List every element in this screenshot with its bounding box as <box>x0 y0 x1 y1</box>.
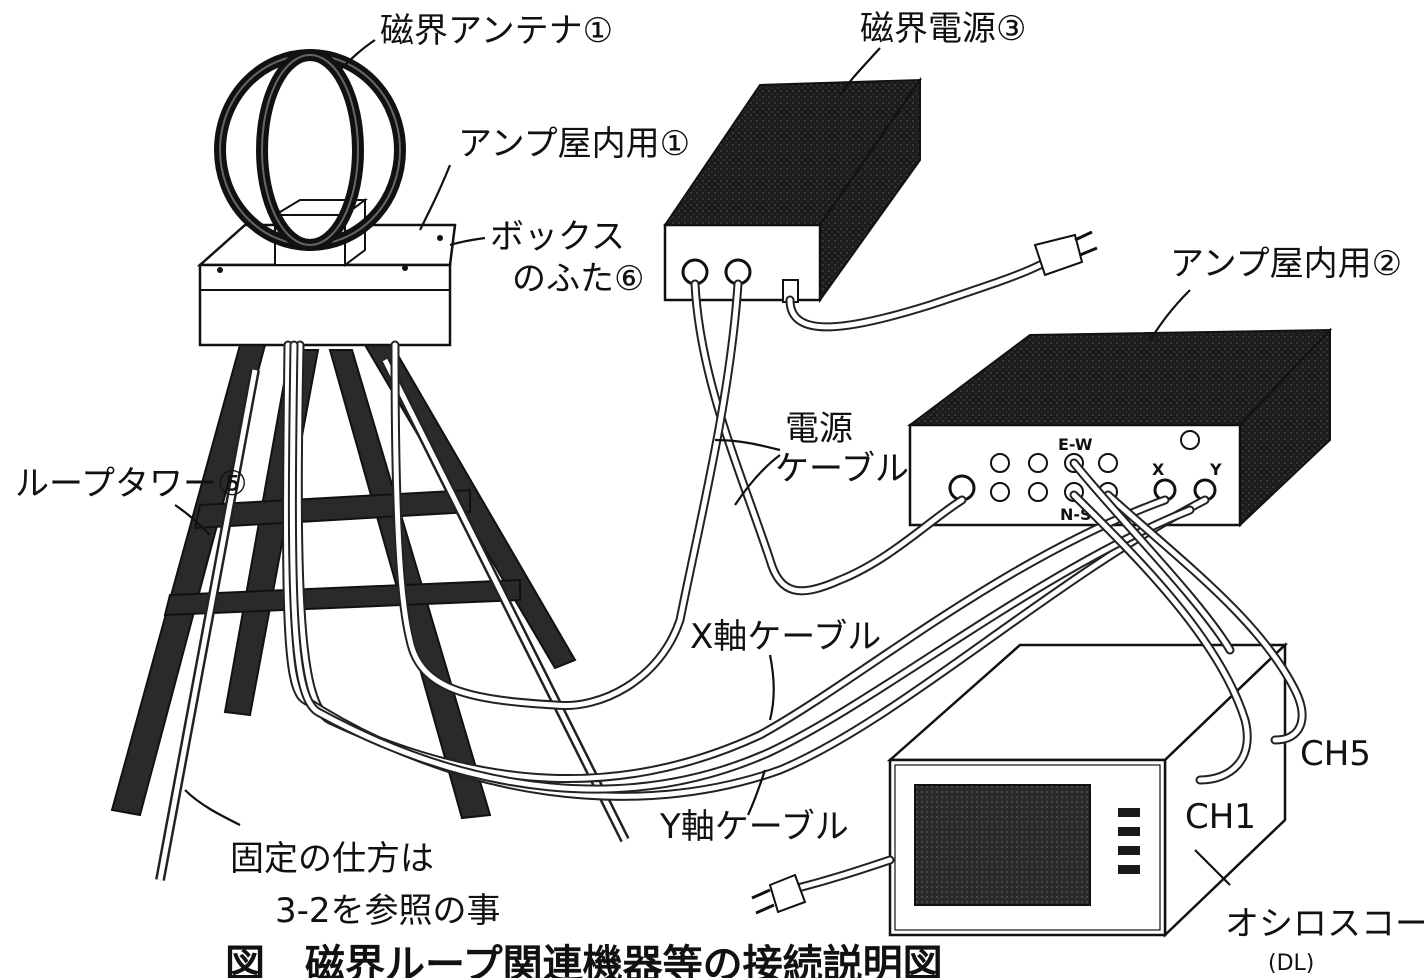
loop-antenna <box>214 49 406 251</box>
x-port-label: X <box>1152 460 1165 479</box>
signal-cables <box>282 340 1307 801</box>
oscilloscope-label: オシロスコープ④ <box>1225 904 1424 944</box>
ch1-label: CH1 <box>1185 797 1256 837</box>
antenna-box <box>196 198 457 347</box>
box-lid-label-line1: ボックス <box>490 217 625 257</box>
leader-lines <box>174 39 1231 886</box>
amp-indoor-1-label: アンプ屋内用① <box>458 124 690 164</box>
oscilloscope <box>751 642 1289 938</box>
figure-caption: 図 磁界ループ関連機器等の接続説明図 <box>225 942 943 978</box>
power-cable-label-line1: 電源 <box>785 409 853 449</box>
y-port-label: Y <box>1209 460 1222 479</box>
x-cable-label: X軸ケーブル <box>690 617 881 657</box>
antenna-label: 磁界アンテナ① <box>380 11 613 51</box>
amp-indoor-2-label: アンプ屋内用② <box>1170 244 1402 284</box>
y-cable-label: Y軸ケーブル <box>659 807 849 847</box>
loop-tower-label: ループタワー⑤ <box>15 464 247 504</box>
power-unit-label: 磁界電源③ <box>860 9 1026 49</box>
ch5-label: CH5 <box>1300 734 1371 774</box>
oscilloscope-sub-label: (DL) <box>1268 951 1314 976</box>
amplifier-unit: E-W N-S X Y <box>907 327 1333 528</box>
box-lid-label-line2: のふた⑥ <box>512 259 644 299</box>
fixing-note-line2: 3-2を参照の事 <box>275 891 501 931</box>
power-cables <box>390 279 967 711</box>
ew-label: E-W <box>1058 435 1093 454</box>
fixing-note-line1: 固定の仕方は <box>230 839 434 879</box>
power-cable-label-line2: ケーブル <box>775 449 909 489</box>
power-unit <box>663 76 1098 332</box>
loop-tower <box>110 344 630 881</box>
